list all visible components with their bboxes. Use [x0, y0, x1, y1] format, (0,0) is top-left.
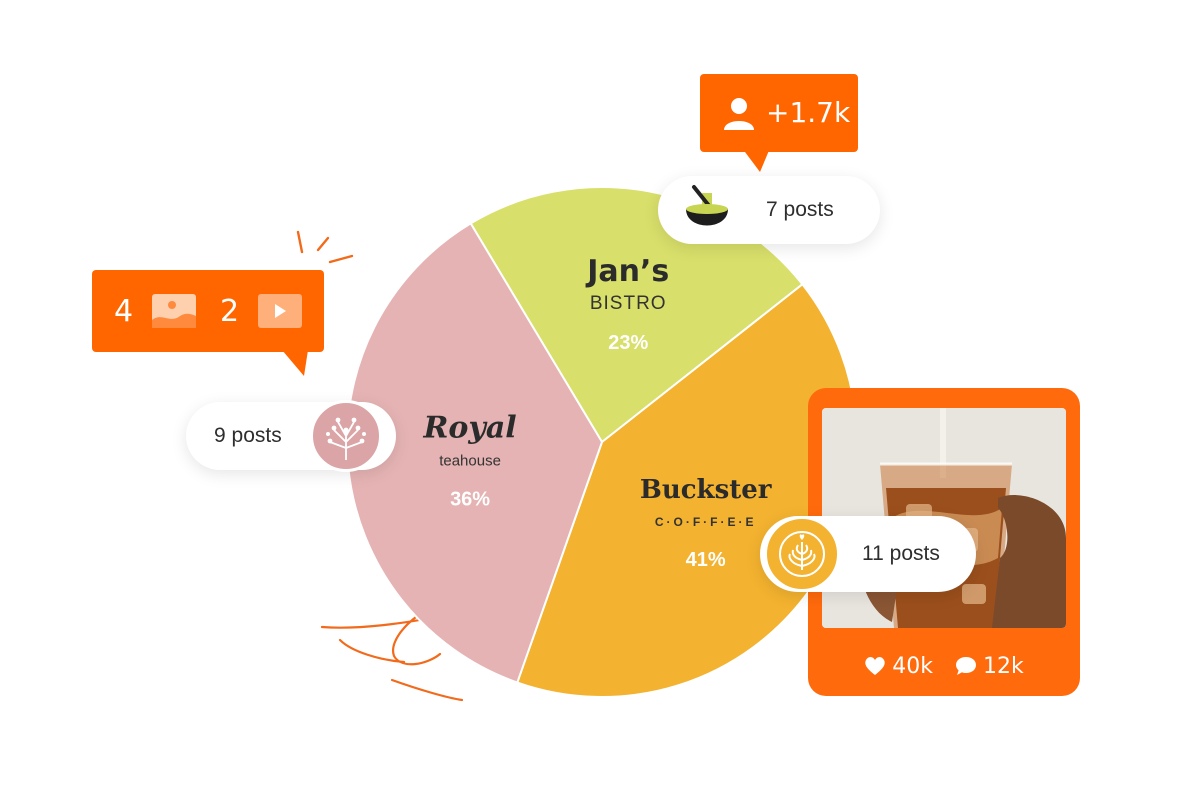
video-play-icon [258, 294, 302, 328]
buckster-posts-count: 11 posts [862, 542, 940, 565]
pie-slice-jans[interactable] [469, 186, 804, 444]
comment-icon [956, 657, 976, 675]
heart-icon [865, 657, 885, 675]
media-count-bubble: 4 2 [92, 270, 324, 376]
slice-subtitle-label: C·O·F·F·E·E [655, 515, 757, 529]
slice-percent-label: 36% [450, 488, 490, 510]
followers-gain: +1.7k [766, 96, 851, 129]
sparkle-decoration [296, 230, 354, 264]
likes-stat[interactable]: 40k [864, 654, 933, 679]
slice-name-label: Jan’s [585, 254, 669, 289]
buckster-posts-pill: 11 posts [760, 516, 976, 592]
image-count: 4 [114, 294, 134, 329]
comments-stat[interactable]: 12k [955, 654, 1024, 679]
slice-name-label: Royal [422, 410, 516, 445]
followers-bubble: +1.7k [700, 74, 858, 172]
slice-percent-label: 41% [686, 549, 726, 571]
comments-count: 12k [983, 653, 1024, 679]
jans-posts-pill: 7 posts [658, 176, 880, 244]
royal-posts-pill: 9 posts [186, 400, 396, 472]
slice-name-label: Buckster [640, 475, 772, 505]
slice-percent-label: 23% [608, 332, 648, 354]
cooking-pot-icon [676, 179, 738, 241]
user-icon [724, 98, 754, 130]
slice-subtitle-label: teahouse [439, 452, 501, 469]
slice-subtitle-label: BISTRO [590, 293, 667, 314]
video-count: 2 [220, 294, 240, 329]
engagement-stats: 40k 12k [808, 650, 1080, 682]
royal-posts-count: 9 posts [214, 424, 282, 447]
flower-branch-icon [310, 400, 382, 472]
likes-count: 40k [892, 653, 933, 679]
bubble-tail [282, 350, 308, 376]
image-icon [152, 294, 196, 328]
jans-posts-count: 7 posts [766, 198, 834, 221]
slice-label-group: Royal teahouse 36% [422, 410, 516, 510]
latte-art-icon [764, 516, 840, 592]
bubble-tail [742, 148, 770, 172]
